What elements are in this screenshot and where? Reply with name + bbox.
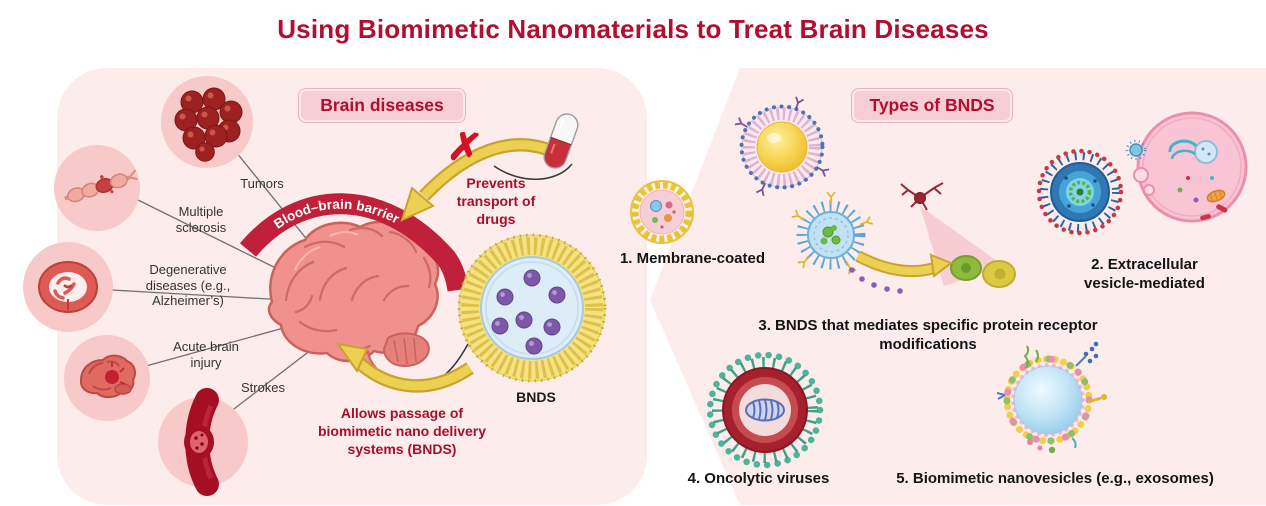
target-cells-icon bbox=[950, 255, 1016, 288]
delivery-arrow bbox=[855, 250, 954, 278]
disease-label-degenerative: Degenerative diseases (e.g., Alzheimer’s… bbox=[145, 262, 231, 309]
blocked-x-icon: ✗ bbox=[445, 123, 485, 173]
prevents-transport-text: Prevents transport of drugs bbox=[456, 175, 536, 228]
blocked-arrow bbox=[400, 138, 573, 222]
types-of-bnds-badge: Types of BNDS bbox=[851, 88, 1013, 123]
degenerative-brain-icon bbox=[23, 242, 113, 332]
type-label-membrane-coated: 1. Membrane-coated bbox=[619, 250, 766, 267]
bnds-label: BNDS bbox=[516, 389, 556, 405]
type-label-extracellular-vesicle: 2. Extracellular vesicle-mediated bbox=[1084, 256, 1205, 293]
page-title: Using Biomimetic Nanomaterials to Treat … bbox=[277, 14, 989, 44]
membrane-coated-vesicle-icon bbox=[734, 95, 830, 197]
oncolytic-virus-icon bbox=[706, 351, 824, 469]
allows-passage-text: Allows passage of biomimetic nano delive… bbox=[317, 405, 487, 458]
type-label-oncolytic-viruses: 4. Oncolytic viruses bbox=[687, 470, 830, 487]
disease-label-tumors: Tumors bbox=[240, 176, 284, 191]
source-cell-icon bbox=[630, 180, 694, 244]
brain-illustration bbox=[267, 220, 440, 382]
acute-brain-injury-icon bbox=[64, 335, 150, 421]
multiple-sclerosis-icon bbox=[54, 145, 140, 231]
cargo-dots bbox=[849, 267, 903, 294]
strokes-icon bbox=[158, 388, 248, 496]
enveloped-virus-icon bbox=[1036, 148, 1124, 236]
exosome-icon bbox=[996, 341, 1107, 454]
allows-arrow bbox=[335, 342, 474, 393]
pill-icon bbox=[543, 113, 579, 169]
tumors-icon bbox=[161, 76, 253, 168]
disease-label-multiple-sclerosis: Multiple sclerosis bbox=[175, 204, 227, 235]
type-label-biomimetic-nanovesicles: 5. Biomimetic nanovesicles (e.g., exosom… bbox=[896, 470, 1214, 487]
extracellular-vesicle-icon bbox=[790, 191, 903, 294]
type-label-protein-receptor: 3. BNDS that mediates specific protein r… bbox=[758, 317, 1098, 354]
disease-label-strokes: Strokes bbox=[240, 380, 286, 395]
disease-label-acute-brain-injury: Acute brain injury bbox=[173, 339, 239, 370]
recipient-cell-icon bbox=[1125, 111, 1248, 223]
bnds-particle-icon bbox=[457, 233, 607, 383]
brain-diseases-badge: Brain diseases bbox=[298, 88, 466, 123]
